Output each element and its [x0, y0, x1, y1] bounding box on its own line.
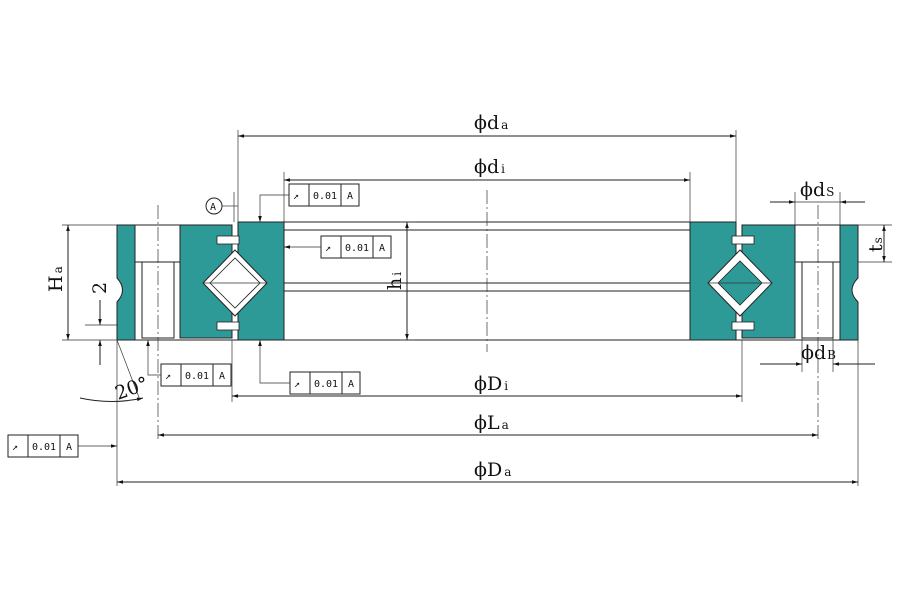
tolerance-frame-4: ↗ 0.01 A — [258, 340, 361, 395]
svg-text:↗: ↗ — [294, 379, 300, 390]
svg-text:↗: ↗ — [165, 371, 171, 382]
svg-text:A: A — [347, 191, 353, 202]
extension-lines — [62, 130, 892, 486]
dimension-lines — [66, 134, 886, 484]
dim-ds-label: ϕdS — [800, 179, 834, 201]
svg-text:↗: ↗ — [293, 191, 299, 202]
dim-hi-label: hi — [384, 272, 406, 290]
svg-text:A: A — [379, 243, 385, 254]
svg-text:0.01: 0.01 — [314, 379, 338, 390]
svg-text:0.01: 0.01 — [32, 442, 56, 453]
left-roller — [202, 235, 268, 331]
dim-2-label: 2 — [89, 282, 111, 294]
tolerance-frame-1: ↗ 0.01 A — [258, 183, 360, 222]
datum-a-marker: A — [205, 192, 238, 222]
svg-text:A: A — [66, 442, 72, 453]
angle-label: 20° — [112, 373, 151, 405]
svg-text:↗: ↗ — [12, 442, 18, 453]
tolerance-frame-3: ↗ 0.01 A — [146, 340, 232, 387]
bearing-outline-lines — [117, 190, 858, 440]
left-outer-ring-section — [116, 224, 233, 341]
svg-text:A: A — [219, 371, 225, 382]
svg-text:0.01: 0.01 — [345, 243, 369, 254]
svg-text:0.01: 0.01 — [185, 371, 209, 382]
right-roller — [707, 235, 773, 331]
dim-ts-label: ts — [865, 237, 887, 252]
dim-Ha-label: Ha — [45, 266, 67, 292]
svg-text:A: A — [210, 202, 216, 213]
dim-dB-label: ϕdB — [801, 342, 836, 364]
tolerance-frame-2: ↗ 0.01 A — [284, 235, 392, 259]
svg-text:0.01: 0.01 — [313, 191, 337, 202]
svg-text:A: A — [348, 379, 354, 390]
svg-text:↗: ↗ — [325, 243, 331, 254]
tolerance-frame-5: ↗ 0.01 A — [7, 434, 117, 458]
